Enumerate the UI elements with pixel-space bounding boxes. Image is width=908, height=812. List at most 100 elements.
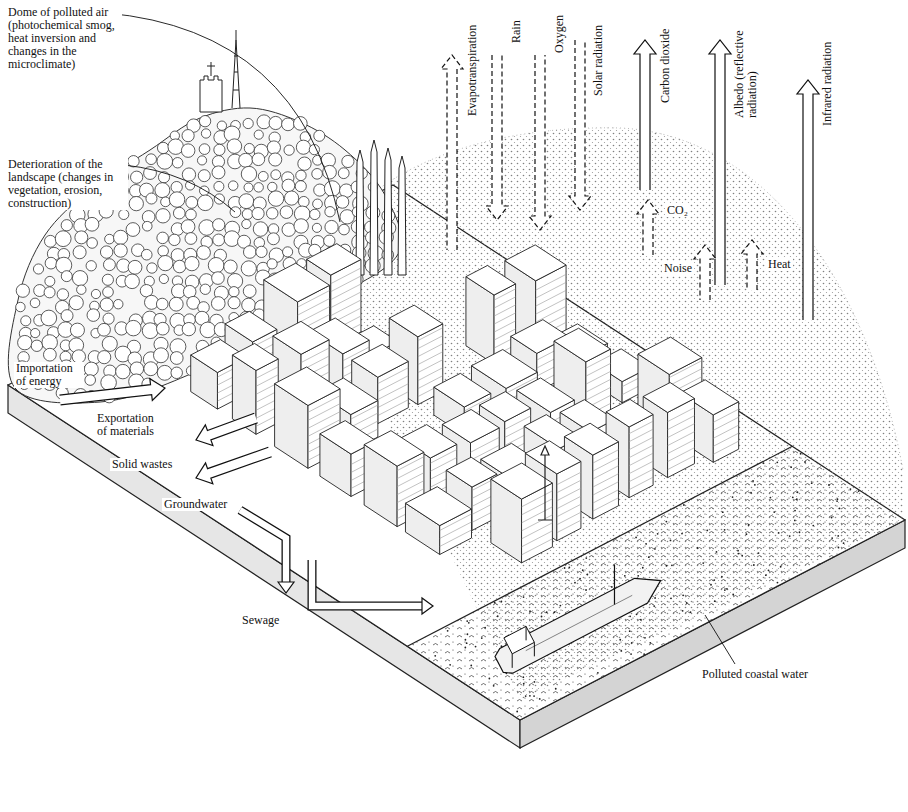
pollution-speck bbox=[722, 511, 724, 513]
building-roof bbox=[638, 337, 702, 374]
pollution-speck bbox=[671, 564, 673, 566]
building-roof bbox=[352, 344, 409, 377]
tree bbox=[214, 144, 225, 155]
tree bbox=[171, 367, 183, 379]
pollution-speck bbox=[533, 695, 535, 697]
pollution-speck bbox=[773, 511, 775, 513]
tree bbox=[146, 193, 157, 204]
tree bbox=[280, 206, 293, 219]
pollution-speck bbox=[796, 498, 798, 500]
building-windows bbox=[629, 421, 653, 489]
tree bbox=[241, 166, 256, 181]
tree bbox=[294, 219, 308, 233]
tree bbox=[314, 130, 325, 141]
pollution-speck bbox=[467, 633, 469, 635]
building-roof bbox=[466, 265, 516, 295]
pollution-speck bbox=[466, 620, 468, 622]
tree bbox=[256, 246, 267, 257]
pollution-speck bbox=[758, 552, 760, 554]
tree bbox=[44, 287, 55, 298]
pollution-speck bbox=[721, 576, 723, 578]
spire bbox=[384, 148, 392, 275]
pollution-speck bbox=[732, 593, 734, 595]
tree bbox=[254, 130, 263, 139]
smog-dome bbox=[330, 128, 903, 700]
castle bbox=[200, 76, 222, 112]
pollution-speck bbox=[624, 575, 626, 577]
building-roof bbox=[275, 367, 340, 406]
callout-label: Dome of polluted air (photochemical smog… bbox=[6, 6, 122, 71]
pollution-speck bbox=[777, 582, 779, 584]
callout-label: Polluted coastal water bbox=[700, 668, 810, 681]
tree bbox=[31, 328, 40, 337]
flow-label: Oxygen bbox=[553, 13, 566, 55]
tree bbox=[212, 272, 225, 285]
groundwater-pipe bbox=[240, 510, 286, 582]
tree bbox=[213, 234, 225, 246]
ship-deck-line bbox=[526, 595, 632, 650]
pollution-speck bbox=[516, 711, 518, 713]
flow-label: Solar radiation bbox=[592, 23, 605, 98]
pollution-speck bbox=[763, 462, 765, 464]
tree bbox=[199, 186, 209, 196]
flow-arrow bbox=[637, 200, 659, 255]
pollution-speck bbox=[529, 610, 531, 612]
tree bbox=[87, 238, 98, 249]
tree bbox=[105, 234, 115, 244]
pollution-speck bbox=[585, 557, 587, 559]
tree bbox=[186, 209, 197, 220]
tree bbox=[284, 191, 298, 205]
flow-label: Evapotranspiration bbox=[466, 23, 479, 118]
tree bbox=[253, 222, 268, 237]
building-roof bbox=[564, 423, 618, 455]
tree bbox=[161, 197, 171, 207]
tree bbox=[243, 246, 256, 259]
tree bbox=[228, 181, 238, 191]
flow-label: Rain bbox=[510, 18, 523, 45]
tree bbox=[168, 139, 183, 154]
pollution-speck bbox=[794, 520, 796, 522]
pollution-speck bbox=[546, 611, 548, 613]
tree bbox=[130, 362, 144, 376]
building-windows bbox=[557, 472, 581, 533]
pollution-speck bbox=[635, 537, 637, 539]
tree bbox=[213, 219, 225, 231]
tree bbox=[295, 181, 306, 192]
pollution-speck bbox=[752, 480, 754, 482]
pollution-speck bbox=[683, 504, 685, 506]
tree bbox=[199, 144, 210, 155]
pollution-speck bbox=[629, 615, 631, 617]
tree bbox=[114, 244, 127, 257]
pollution-speck bbox=[554, 611, 556, 613]
pollution-speck bbox=[690, 611, 692, 613]
pollution-speck bbox=[468, 622, 470, 624]
flow-arrow bbox=[741, 240, 763, 290]
tree bbox=[199, 220, 215, 236]
tree bbox=[298, 157, 311, 170]
tree bbox=[224, 260, 237, 273]
tree bbox=[100, 298, 113, 311]
pollution-speck bbox=[732, 496, 734, 498]
pollution-speck bbox=[497, 615, 499, 617]
pollution-speck bbox=[640, 619, 642, 621]
building-roof bbox=[479, 392, 530, 422]
flow-label: Sewage bbox=[240, 614, 281, 627]
tree bbox=[199, 116, 210, 127]
tree bbox=[61, 271, 72, 282]
pollution-speck bbox=[790, 466, 792, 468]
polluted-sea bbox=[407, 446, 905, 720]
pollution-speck bbox=[726, 588, 728, 590]
pollution-speck bbox=[654, 597, 656, 599]
pollution-speck bbox=[620, 650, 622, 652]
tree bbox=[267, 259, 277, 269]
tree bbox=[197, 156, 206, 165]
tree bbox=[85, 217, 99, 231]
tree bbox=[197, 195, 213, 211]
building-windows bbox=[593, 450, 619, 511]
pollution-speck bbox=[797, 491, 799, 493]
pollution-speck bbox=[696, 547, 698, 549]
pollution-speck bbox=[838, 547, 840, 549]
building-roof bbox=[525, 441, 581, 474]
pollution-speck bbox=[657, 533, 659, 535]
tree bbox=[155, 183, 170, 198]
